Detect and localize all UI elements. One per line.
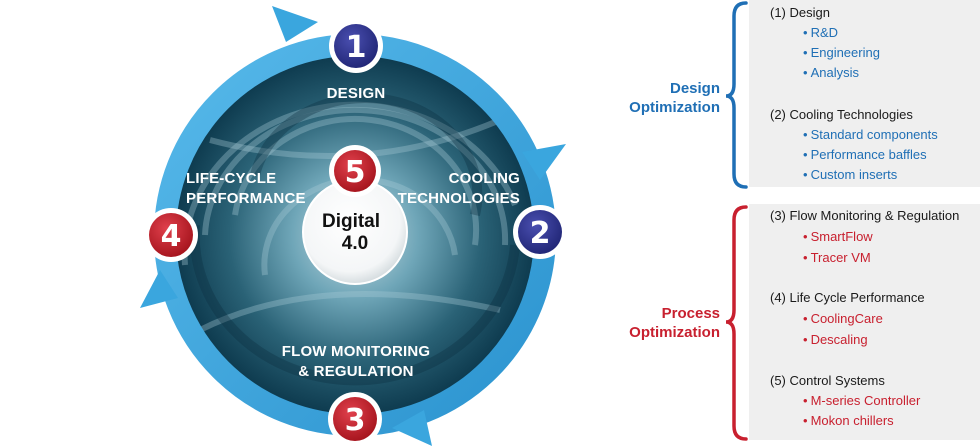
- list-item: •CoolingCare: [803, 311, 883, 326]
- stage-badge-1: 1: [329, 19, 383, 73]
- stage-label-design: DESIGN: [327, 85, 386, 102]
- process-panel: [749, 204, 980, 440]
- category-control: (5) Control Systems: [770, 373, 885, 388]
- category-flow: (3) Flow Monitoring & Regulation: [770, 208, 960, 223]
- group-label-line1: Process: [661, 305, 720, 322]
- stage-badge-4: 4: [144, 208, 198, 262]
- design-brace: [725, 1, 748, 189]
- group-label-process: Process Optimization: [600, 304, 720, 342]
- stage-label-cooling-line1: COOLING: [449, 170, 520, 187]
- group-label-line1: Design: [669, 80, 720, 97]
- list-item: •R&D: [803, 25, 839, 40]
- arrow-head-left: [140, 270, 178, 308]
- process-brace: [725, 205, 748, 441]
- group-label-line2: Optimization: [629, 324, 720, 341]
- category-lifecycle: (4) Life Cycle Performance: [770, 290, 925, 305]
- center-label-line2: 4.0: [342, 233, 368, 254]
- stage-badge-2: 2: [513, 205, 567, 259]
- list-item: •Descaling: [803, 332, 868, 347]
- list-item: •Analysis: [803, 65, 859, 80]
- arrow-head-bottom: [392, 410, 432, 446]
- stage-label-flow-line1: FLOW MONITORING: [282, 343, 431, 360]
- stage-label-lifecycle-line1: LIFE-CYCLE: [186, 170, 276, 187]
- list-item: •Performance baffles: [803, 147, 927, 162]
- stage-badge-3: 3: [328, 392, 382, 446]
- list-item: •SmartFlow: [803, 229, 873, 244]
- design-panel: [749, 0, 980, 187]
- group-label-design: Design Optimization: [600, 79, 720, 117]
- category-design: (1) Design: [770, 5, 830, 20]
- list-item: •Custom inserts: [803, 167, 898, 182]
- category-cooling: (2) Cooling Technologies: [770, 107, 913, 122]
- badge-number: 2: [530, 216, 551, 251]
- badge-number: 4: [161, 219, 182, 254]
- badge-number: 3: [345, 403, 366, 438]
- stage-badge-5: 5: [329, 145, 381, 197]
- badge-number: 5: [345, 155, 366, 190]
- list-item: •Mokon chillers: [803, 413, 894, 428]
- badge-number: 1: [346, 30, 367, 65]
- list-item: •Tracer VM: [803, 250, 871, 265]
- list-item: •Standard components: [803, 127, 938, 142]
- list-item: •Engineering: [803, 45, 880, 60]
- center-label-line1: Digital: [322, 211, 380, 232]
- arrow-head-right: [522, 144, 566, 180]
- stage-label-lifecycle-line2: PERFORMANCE: [186, 190, 306, 207]
- list-item: •M-series Controller: [803, 393, 921, 408]
- stage-label-cooling-line2: TECHNOLOGIES: [398, 190, 520, 207]
- arrow-head-top: [272, 6, 318, 42]
- cycle-diagram: Digital 4.0 5 1 2 3 4 DESIGN COOLING TEC…: [140, 6, 567, 446]
- group-label-line2: Optimization: [629, 99, 720, 116]
- stage-label-flow-line2: & REGULATION: [298, 363, 413, 380]
